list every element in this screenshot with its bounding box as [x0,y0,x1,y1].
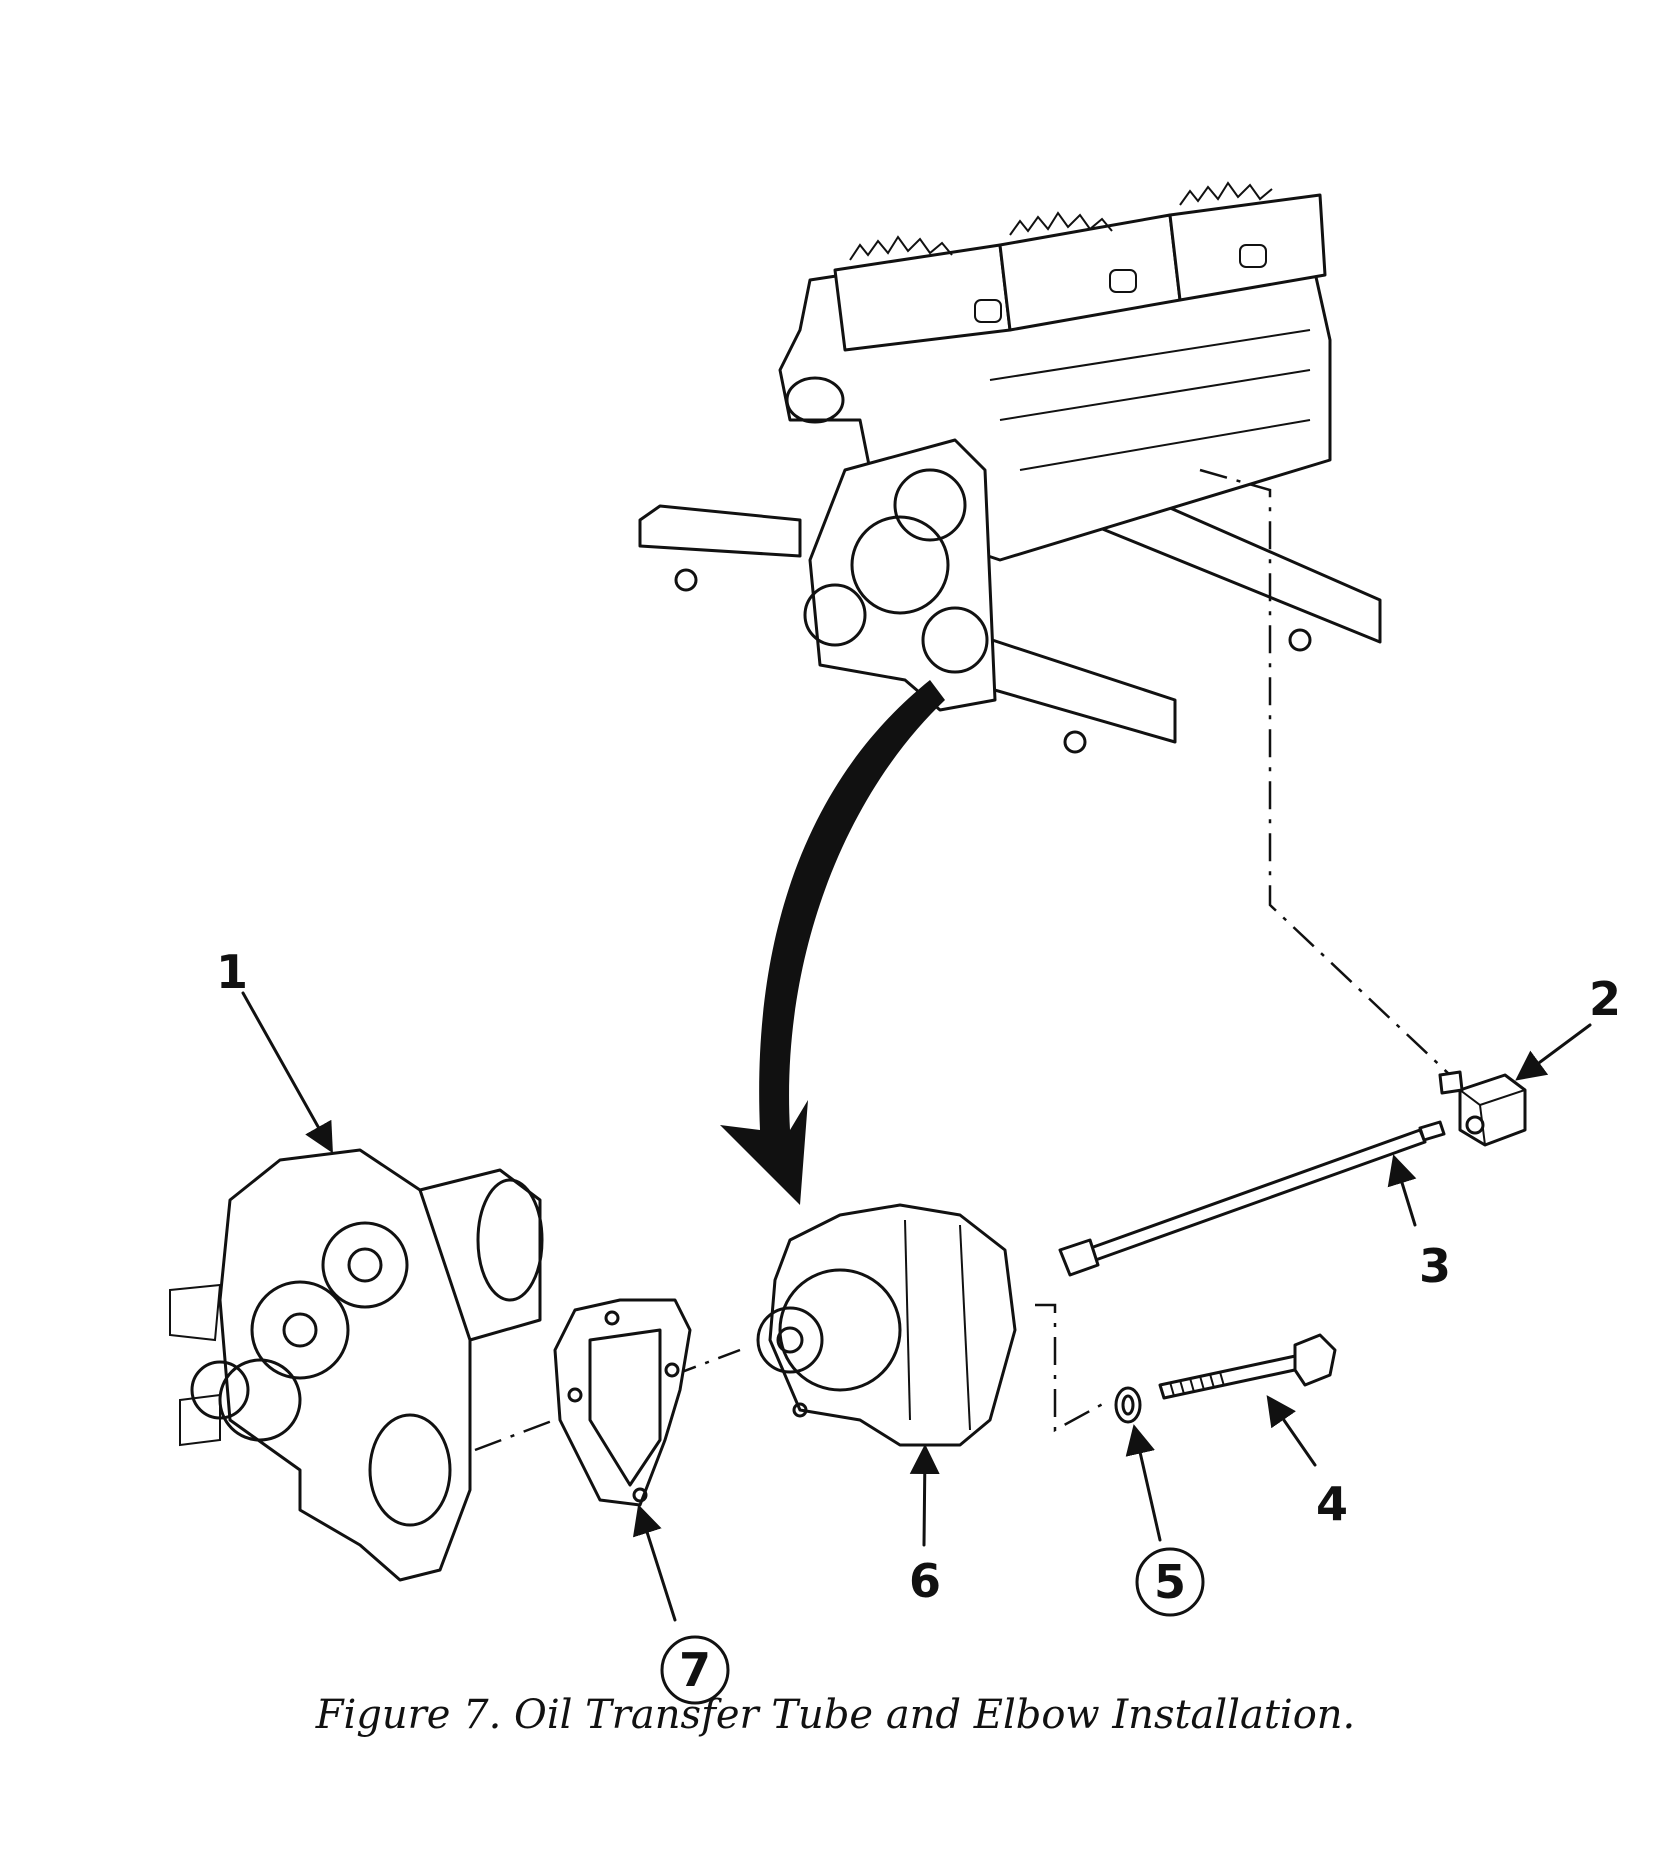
callout-2: 2 [1589,972,1621,1026]
lockwasher [1114,1386,1142,1424]
gasket [553,1298,692,1507]
oil-transfer-tube [1058,1120,1446,1277]
alignment-line-elbow [1199,468,1451,1076]
alignment-line-bolt [1035,1303,1111,1433]
engine-block [778,181,1332,712]
figure-caption: Figure 7. Oil Transfer Tube and Elbow In… [315,1692,1356,1738]
oil-pump [756,1203,1017,1447]
gear-cover-housing [169,1148,544,1582]
callout-6: 6 [909,1554,941,1608]
curved-transfer-arrow [720,680,945,1205]
callout-5: 5 [1154,1555,1186,1609]
elbow-fitting [1438,1070,1527,1147]
capscrew [1158,1333,1337,1400]
leader-lines [241,991,1592,1622]
callout-1: 1 [216,945,248,999]
callout-5-circle [1135,1547,1205,1617]
callout-7-circle [660,1635,730,1705]
callout-3: 3 [1419,1239,1451,1293]
callout-4: 4 [1316,1477,1348,1531]
callout-7: 7 [679,1643,711,1697]
